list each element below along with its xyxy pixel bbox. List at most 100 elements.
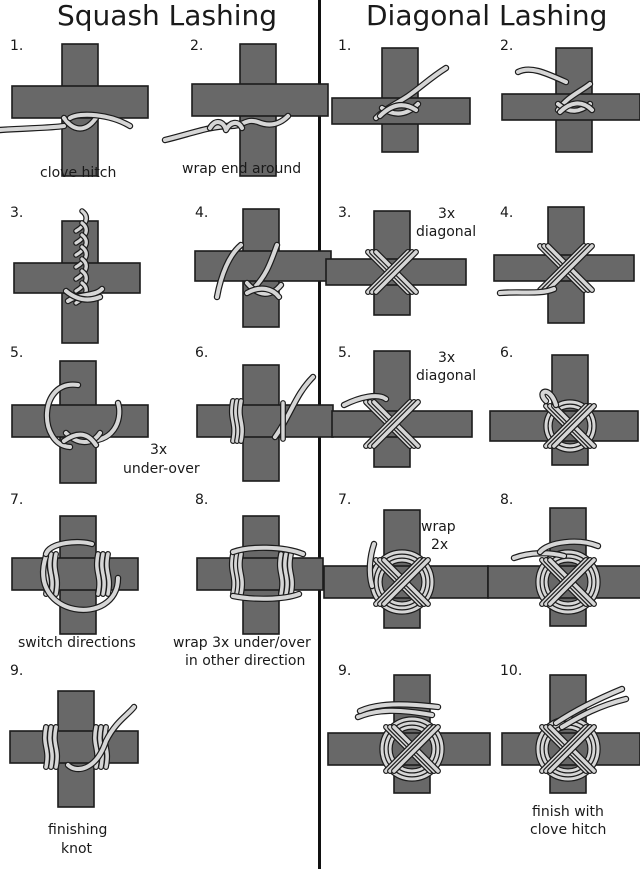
step-caption: clove hitch bbox=[40, 165, 117, 181]
rope bbox=[378, 558, 426, 606]
rope bbox=[43, 725, 49, 769]
rope bbox=[560, 697, 628, 729]
rope bbox=[238, 399, 244, 443]
squash-step-7-figure bbox=[11, 515, 139, 635]
horizontal-pole bbox=[196, 404, 334, 438]
step-number: 5. bbox=[10, 345, 24, 361]
rope bbox=[62, 432, 98, 447]
diagonal-step-7: 7. wrap 2x bbox=[323, 492, 489, 642]
rope bbox=[53, 552, 59, 596]
squash-step-9-figure bbox=[9, 690, 139, 808]
squash-step-9: 9. finishing knot bbox=[9, 663, 160, 857]
rope bbox=[356, 708, 434, 719]
rope bbox=[544, 400, 596, 452]
diagonal-step-10-figure bbox=[501, 674, 640, 794]
diagonal-step-5: 5. 3x diagonal bbox=[331, 345, 488, 495]
rope bbox=[66, 287, 104, 303]
rope bbox=[62, 116, 98, 131]
diagonal-note-count: 3x bbox=[438, 206, 456, 222]
squash-step-8: 8. wrap 3x under/over in other direction bbox=[173, 492, 345, 669]
rope bbox=[74, 257, 88, 281]
diagonal-note-count: 2x bbox=[431, 537, 449, 553]
rope bbox=[554, 687, 624, 725]
rope bbox=[283, 552, 289, 596]
diagonal-step-9: 9. bbox=[327, 663, 491, 813]
rope bbox=[238, 552, 244, 596]
rope bbox=[538, 539, 600, 554]
rope bbox=[548, 725, 596, 773]
step-number: 4. bbox=[195, 205, 209, 221]
rope bbox=[74, 221, 88, 245]
horizontal-pole bbox=[196, 557, 324, 591]
squash-step-1-figure bbox=[0, 43, 149, 177]
rope bbox=[245, 281, 283, 296]
rope bbox=[45, 382, 80, 449]
rope bbox=[374, 554, 430, 610]
squash-step-7: 7. switch directions bbox=[10, 492, 160, 651]
step-number: 7. bbox=[10, 492, 24, 508]
rope bbox=[231, 592, 301, 601]
rope bbox=[234, 552, 240, 596]
diagonal-note-count: 3x bbox=[438, 350, 456, 366]
step-number: 10. bbox=[500, 663, 523, 679]
rope bbox=[544, 558, 592, 606]
step-number: 5. bbox=[338, 345, 352, 361]
rope bbox=[372, 400, 420, 448]
diagonal-step-10: 10. finish with clove hitch bbox=[500, 663, 640, 838]
rope bbox=[95, 552, 101, 596]
rope bbox=[48, 552, 54, 596]
rope bbox=[74, 209, 88, 233]
diagonal-step-6-figure bbox=[489, 354, 639, 466]
rope bbox=[358, 702, 440, 713]
rope bbox=[230, 552, 236, 596]
step-caption-line-2: knot bbox=[61, 841, 93, 857]
step-number: 6. bbox=[500, 345, 514, 361]
rope bbox=[548, 404, 592, 448]
diagonal-lashing-title: Diagonal Lashing bbox=[366, 0, 608, 32]
rope bbox=[215, 243, 243, 299]
step-caption: finish with bbox=[532, 804, 604, 820]
rope bbox=[0, 124, 66, 132]
diagonal-step-8-figure bbox=[487, 507, 640, 627]
squash-step-2-figure bbox=[161, 43, 329, 177]
squash-step-3-figure bbox=[13, 208, 141, 344]
rope bbox=[208, 120, 244, 132]
step-number: 9. bbox=[338, 663, 352, 679]
step-number: 3. bbox=[338, 205, 352, 221]
rope bbox=[100, 552, 106, 596]
rope bbox=[105, 552, 111, 596]
step-number: 3. bbox=[10, 205, 24, 221]
step-number: 9. bbox=[10, 663, 24, 679]
step-number: 2. bbox=[500, 38, 514, 54]
rope bbox=[230, 399, 236, 443]
step-caption-line-2: clove hitch bbox=[530, 822, 607, 838]
horizontal-pole bbox=[11, 404, 149, 438]
squash-step-8-figure bbox=[196, 515, 324, 635]
rope bbox=[536, 550, 600, 614]
step-number: 7. bbox=[338, 492, 352, 508]
rope bbox=[273, 375, 315, 439]
step-number: 2. bbox=[190, 38, 204, 54]
diagonal-step-7-figure bbox=[323, 509, 489, 629]
rope bbox=[251, 243, 279, 291]
rope bbox=[234, 399, 240, 443]
rope bbox=[367, 542, 376, 588]
step-caption: wrap end around bbox=[182, 161, 302, 177]
rope bbox=[288, 552, 294, 596]
diagonal-note-text: wrap bbox=[421, 519, 456, 535]
rope bbox=[540, 554, 596, 610]
diagonal-step-4: 4. bbox=[493, 205, 640, 355]
rope bbox=[44, 540, 94, 556]
rope bbox=[74, 269, 88, 293]
diagonal-note-text: diagonal bbox=[416, 224, 477, 240]
diagonal-step-2-figure bbox=[501, 47, 640, 153]
rope bbox=[498, 287, 556, 295]
step-number: 4. bbox=[500, 205, 514, 221]
rope bbox=[66, 705, 136, 771]
step-caption: switch directions bbox=[18, 635, 136, 651]
diagonal-step-3-figure bbox=[325, 210, 467, 316]
squash-step-6-figure bbox=[196, 364, 334, 482]
step-number: 8. bbox=[500, 492, 514, 508]
step-number: 1. bbox=[10, 38, 24, 54]
diagonal-step-9-figure bbox=[327, 674, 491, 794]
